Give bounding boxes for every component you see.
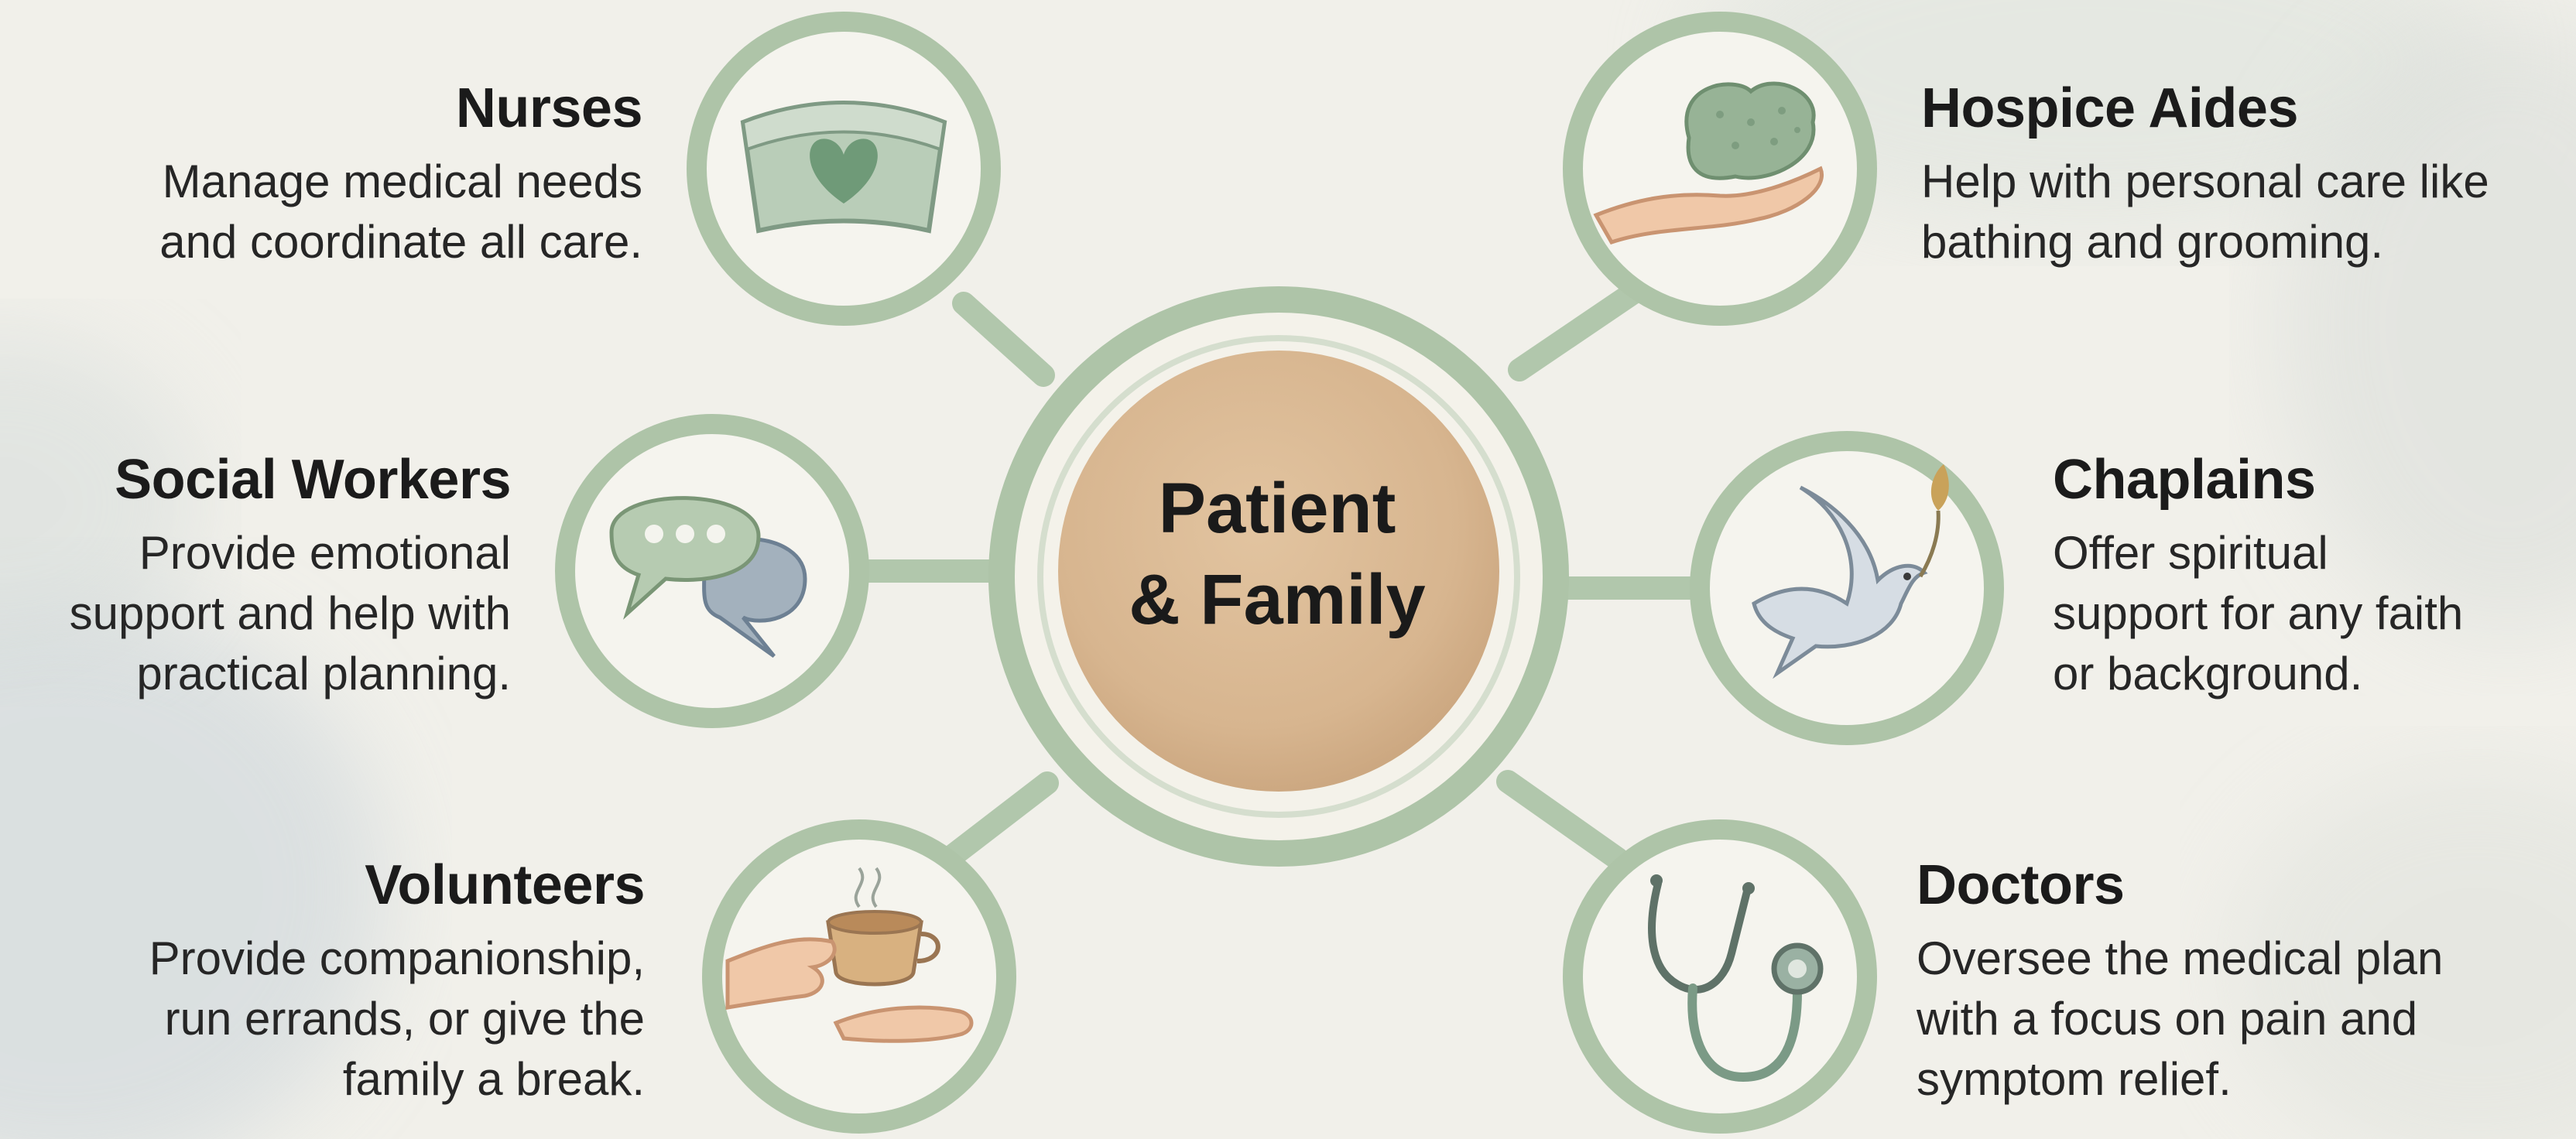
role-hospice-aides: Hospice Aides Help with personal care li… <box>1921 76 2509 272</box>
role-title: Nurses <box>455 77 643 139</box>
hub <box>988 286 1569 867</box>
role-description-line: support for any faith <box>2053 587 2464 639</box>
role-title: Hospice Aides <box>1921 77 2299 139</box>
role-description-line: family a break. <box>342 1053 645 1105</box>
role-volunteers: Volunteers Provide companionship, run er… <box>57 853 646 1110</box>
role-title: Social Workers <box>115 449 511 511</box>
role-description-line: support and help with <box>69 587 511 639</box>
role-description-line: practical planning. <box>136 648 511 699</box>
role-description-line: symptom relief. <box>1917 1053 2232 1105</box>
role-title: Chaplains <box>2053 449 2316 511</box>
role-doctors: Doctors Oversee the medical plan with a … <box>1917 853 2505 1110</box>
role-rings <box>555 12 2004 1134</box>
connectors <box>852 279 1707 870</box>
role-description-line: run errands, or give the <box>164 993 645 1045</box>
hub-label-line2: & Family <box>1129 560 1426 639</box>
role-description-line: bathing and grooming. <box>1921 216 2384 268</box>
role-description-line: Oversee the medical plan <box>1917 932 2444 984</box>
role-description-line: with a focus on pain and <box>1917 993 2418 1045</box>
connector-hospice-aides <box>1508 279 1649 381</box>
connector-nurses <box>952 292 1055 387</box>
role-description-line: Provide companionship, <box>149 932 645 984</box>
hand-sponge-icon <box>1593 81 1824 245</box>
role-description-line: Offer spiritual <box>2053 527 2328 579</box>
role-description-line: Provide emotional <box>139 527 511 579</box>
connector-volunteers <box>942 771 1059 867</box>
role-description-line: and coordinate all care. <box>159 216 642 268</box>
role-title: Volunteers <box>365 854 645 916</box>
connector-doctors <box>1496 770 1629 870</box>
hub-circle <box>1058 351 1499 792</box>
speech-bubbles-icon <box>609 496 807 658</box>
role-chaplains: Chaplains Offer spiritual support for an… <box>2053 447 2576 704</box>
hands-tea-cup-icon <box>725 867 974 1043</box>
role-title: Doctors <box>1917 854 2125 916</box>
ring-chaplains <box>1690 431 2004 745</box>
hub-label: Patient & Family <box>1084 463 1471 645</box>
dove-olive-branch-icon <box>1752 464 1949 679</box>
stethoscope-icon <box>1648 874 1824 1083</box>
role-description-line: Help with personal care like <box>1921 156 2489 207</box>
role-social-workers: Social Workers Provide emotional support… <box>0 447 512 704</box>
nurse-cap-heart-icon <box>740 101 947 234</box>
role-nurses: Nurses Manage medical needs and coordina… <box>54 76 642 272</box>
role-description-line: or background. <box>2053 648 2363 699</box>
role-description-line: Manage medical needs <box>162 156 642 207</box>
hub-label-line1: Patient <box>1158 469 1396 548</box>
